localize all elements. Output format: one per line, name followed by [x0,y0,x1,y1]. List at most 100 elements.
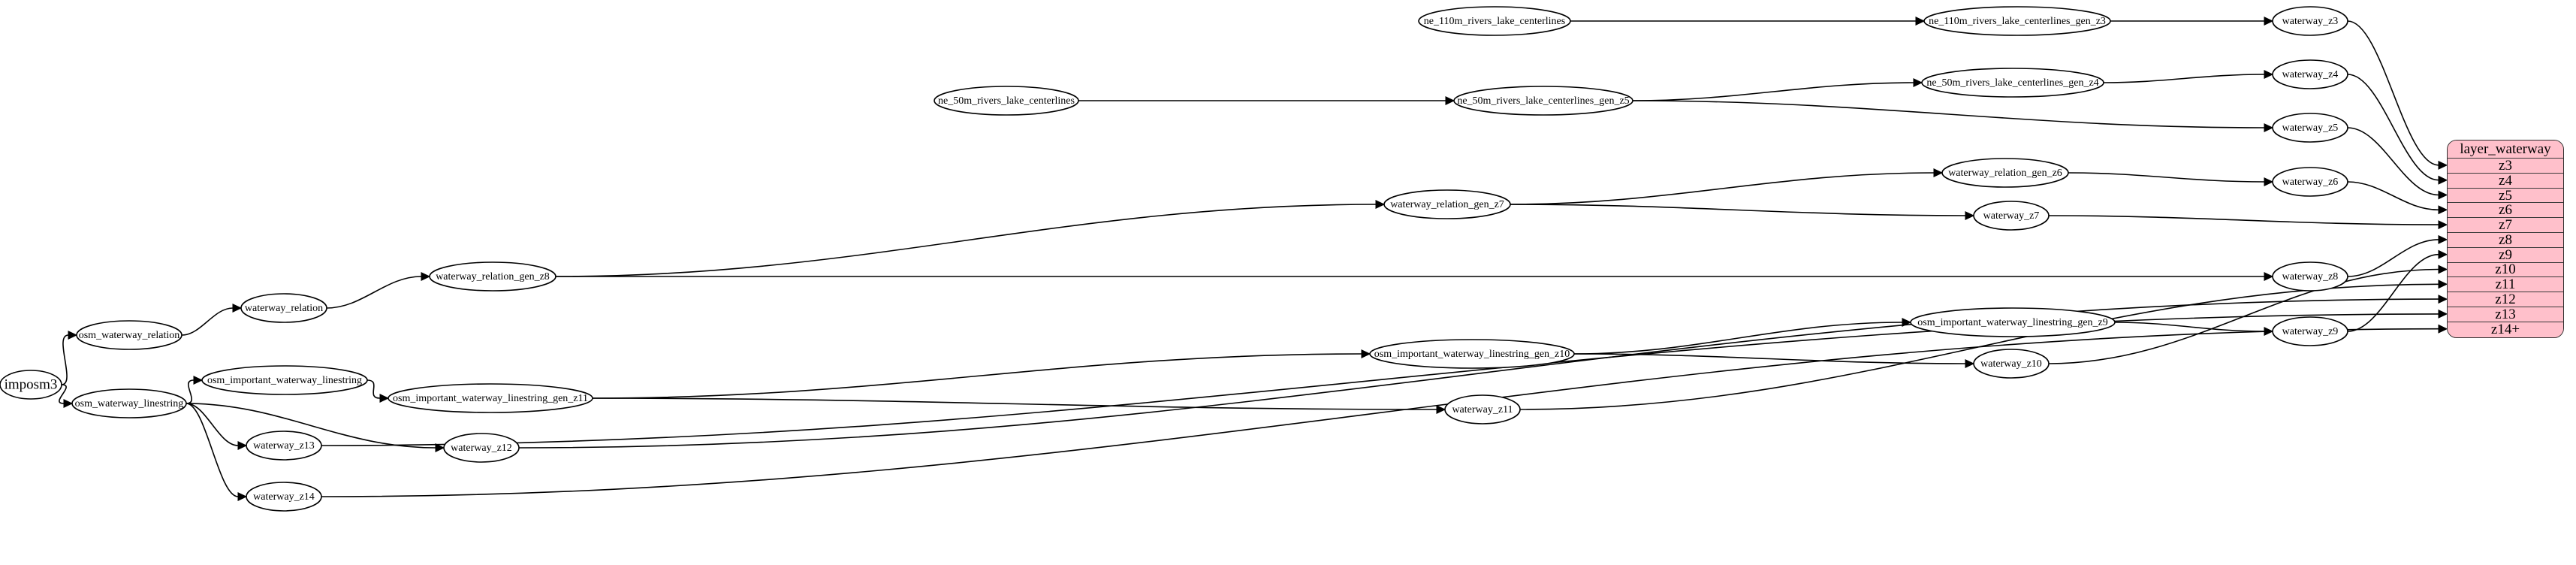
node-waterway_z11[interactable]: waterway_z11 [1444,394,1521,425]
node-osm_waterway_linestring[interactable]: osm_waterway_linestring [71,388,187,418]
edge-osm_important_waterway_linestring_gen_z11-to-waterway_z11 [592,397,1437,410]
node-waterway_z14[interactable]: waterway_z14 [246,482,322,512]
arrowhead-osm_waterway_relation-to-waterway_relation [232,304,243,313]
node-shape-waterway_z3 [2272,6,2348,36]
arrowhead-waterway_relation_gen_z7-to-waterway_relation_gen_z6 [1933,168,1944,177]
node-shape-waterway_z4 [2272,59,2348,89]
edge-waterway_relation_gen_z6-to-waterway_z6 [2068,172,2265,183]
node-osm_important_waterway_linestring_gen_z10[interactable]: osm_important_waterway_linestring_gen_z1… [1369,339,1575,369]
arrowhead-waterway_z14-to-layer_z14plus [2438,324,2448,334]
arrowhead-ne_50m_rivers_lake_centerlines_gen_z4-to-waterway_z4 [2264,70,2274,79]
node-ne_50m_rivers_lake_centerlines[interactable]: ne_50m_rivers_lake_centerlines [934,86,1079,116]
node-osm_important_waterway_linestring[interactable]: osm_important_waterway_linestring [201,365,368,395]
node-shape-osm_waterway_linestring [71,388,187,418]
arrowhead-waterway_z12-to-layer_z12 [2438,295,2448,304]
arrowhead-waterway_relation-to-waterway_relation_gen_z8 [421,272,431,281]
arrowhead-waterway_z7-to-layer_z7 [2438,220,2448,230]
node-shape-waterway_z10 [1973,349,2050,379]
node-osm_important_waterway_linestring_gen_z9[interactable]: osm_important_waterway_linestring_gen_z9 [1910,307,2116,337]
node-osm_waterway_relation[interactable]: osm_waterway_relation [76,320,182,350]
node-ne_50m_rivers_lake_centerlines_gen_z5[interactable]: ne_50m_rivers_lake_centerlines_gen_z5 [1453,86,1633,116]
edge-waterway_z7-to-layer_z7 [2048,215,2439,225]
node-waterway_relation[interactable]: waterway_relation [240,293,327,323]
legend-row-z3[interactable]: z3 [2448,159,2563,174]
edge-waterway_relation-to-waterway_relation_gen_z8 [326,276,422,309]
node-shape-waterway_relation_gen_z7 [1383,189,1511,219]
node-shape-imposm3 [0,370,62,400]
legend-row-z7[interactable]: z7 [2448,218,2563,233]
node-shape-waterway_z13 [246,431,322,461]
node-ne_110m_rivers_lake_centerlines_gen_z3[interactable]: ne_110m_rivers_lake_centerlines_gen_z3 [1923,6,2111,36]
edge-osm_important_waterway_linestring_gen_z9-to-waterway_z9 [2114,322,2265,332]
arrowhead-osm_important_waterway_linestring_gen_z10-to-waterway_z10 [1965,359,1975,368]
node-ne_50m_rivers_lake_centerlines_gen_z4[interactable]: ne_50m_rivers_lake_centerlines_gen_z4 [1921,68,2104,98]
edge-waterway_z9-to-layer_z9 [2347,253,2439,332]
node-waterway_relation_gen_z7[interactable]: waterway_relation_gen_z7 [1383,189,1511,219]
legend-row-z6[interactable]: z6 [2448,203,2563,219]
legend-row-z13[interactable]: z13 [2448,307,2563,322]
arrowhead-waterway_z9-to-layer_z9 [2438,249,2448,259]
edge-waterway_z4-to-layer_z4 [2347,74,2439,181]
node-waterway_z8[interactable]: waterway_z8 [2272,261,2348,292]
node-waterway_z13[interactable]: waterway_z13 [246,431,322,461]
legend-row-z10[interactable]: z10 [2448,262,2563,278]
node-shape-osm_waterway_relation [76,320,182,350]
arrowhead-osm_waterway_linestring-to-waterway_z14 [237,492,248,501]
arrowhead-ne_110m_rivers_lake_centerlines_gen_z3-to-waterway_z3 [2264,17,2274,26]
legend-row-z5[interactable]: z5 [2448,188,2563,204]
arrowhead-ne_50m_rivers_lake_centerlines-to-ne_50m_rivers_lake_centerlines_gen_z5 [1445,96,1455,105]
node-imposm3[interactable]: imposm3 [0,370,62,400]
arrowhead-ne_110m_rivers_lake_centerlines-to-ne_110m_rivers_lake_centerlines_gen_z3 [1915,17,1926,26]
legend-row-z11[interactable]: z11 [2448,277,2563,293]
edge-imposm3-to-osm_waterway_relation [61,334,69,385]
node-waterway_relation_gen_z6[interactable]: waterway_relation_gen_z6 [1941,158,2069,188]
arrowhead-waterway_z4-to-layer_z4 [2438,175,2448,185]
node-shape-waterway_z9 [2272,316,2348,346]
node-ne_110m_rivers_lake_centerlines[interactable]: ne_110m_rivers_lake_centerlines [1418,6,1571,36]
node-shape-osm_important_waterway_linestring [201,365,368,395]
node-waterway_relation_gen_z8[interactable]: waterway_relation_gen_z8 [429,261,557,292]
node-shape-ne_50m_rivers_lake_centerlines_gen_z5 [1453,86,1633,116]
edge-osm_important_waterway_linestring_gen_z10-to-osm_important_waterway_linestring_gen_z9 [1573,322,1903,355]
node-waterway_z9[interactable]: waterway_z9 [2272,316,2348,346]
node-shape-waterway_z8 [2272,261,2348,292]
edge-imposm3-to-osm_waterway_linestring [59,384,67,404]
node-shape-waterway_z11 [1444,394,1521,425]
node-waterway_z10[interactable]: waterway_z10 [1973,349,2050,379]
node-shape-waterway_relation_gen_z6 [1941,158,2069,188]
node-shape-waterway_z5 [2272,113,2348,143]
legend-row-z9[interactable]: z9 [2448,247,2563,263]
arrowhead-waterway_z3-to-layer_z3 [2438,160,2448,170]
legend-row-z14plus[interactable]: z14+ [2448,322,2563,337]
edge-waterway_relation_gen_z7-to-waterway_z7 [1510,204,1966,216]
edge-waterway_relation_gen_z7-to-waterway_relation_gen_z6 [1510,172,1935,205]
node-waterway_z7[interactable]: waterway_z7 [1973,201,2050,231]
node-shape-waterway_z7 [1973,201,2050,231]
node-waterway_z4[interactable]: waterway_z4 [2272,59,2348,89]
nodes-layer: imposm3 osm_waterway_relation osm_waterway… [0,6,2348,512]
node-waterway_z12[interactable]: waterway_z12 [443,433,520,463]
arrowhead-ne_50m_rivers_lake_centerlines_gen_z5-to-waterway_z5 [2264,123,2274,132]
node-shape-waterway_z6 [2272,167,2348,197]
node-shape-osm_important_waterway_linestring_gen_z11 [388,383,593,413]
edge-waterway_z8-to-layer_z8 [2347,239,2439,277]
node-shape-waterway_z14 [246,482,322,512]
node-waterway_z5[interactable]: waterway_z5 [2272,113,2348,143]
node-shape-ne_50m_rivers_lake_centerlines_gen_z4 [1921,68,2104,98]
legend-row-z4[interactable]: z4 [2448,173,2563,189]
node-osm_important_waterway_linestring_gen_z11[interactable]: osm_important_waterway_linestring_gen_z1… [388,383,593,413]
arrowhead-waterway_z13-to-layer_z13 [2438,309,2448,319]
arrowhead-waterway_z10-to-layer_z10 [2438,264,2448,274]
arrowhead-osm_waterway_linestring-to-osm_important_waterway_linestring [193,376,204,385]
node-shape-osm_important_waterway_linestring_gen_z9 [1910,307,2116,337]
node-waterway_z6[interactable]: waterway_z6 [2272,167,2348,197]
edge-osm_important_waterway_linestring_gen_z11-to-osm_important_waterway_linestring_gen_z10 [592,353,1362,399]
node-shape-osm_important_waterway_linestring_gen_z10 [1369,339,1575,369]
legend-row-z12[interactable]: z12 [2448,292,2563,307]
node-waterway_z3[interactable]: waterway_z3 [2272,6,2348,36]
legend-row-z8[interactable]: z8 [2448,232,2563,248]
arrowhead-waterway_relation_gen_z6-to-waterway_z6 [2264,177,2274,186]
arrowhead-osm_waterway_linestring-to-waterway_z13 [237,441,248,450]
edge-waterway_z14-to-layer_z14plus [321,328,2439,497]
